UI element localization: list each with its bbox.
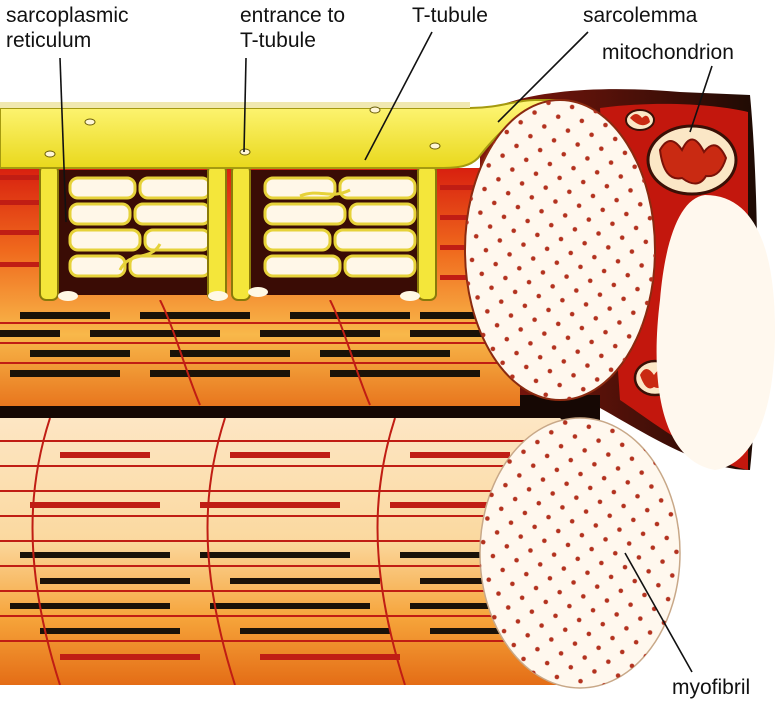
label-myofibril: myofibril [672, 676, 751, 699]
sarcolemma [0, 99, 561, 169]
lower-myofibril [0, 417, 681, 689]
leader-entrance-to-t-tubule [243, 57, 247, 153]
label-t-tubule: T-tubule [412, 4, 488, 27]
leader-sarcolemma [497, 31, 589, 123]
label-mitochondrion: mitochondrion [602, 41, 734, 64]
leader-sarcoplasmic-reticulum [59, 57, 67, 223]
leader-t-tubule [364, 31, 433, 161]
lower-bands [0, 418, 600, 685]
upper-bands [0, 300, 520, 406]
t-tubule [39, 164, 437, 301]
leader-mitochondrion [689, 65, 713, 133]
leader-myofibril [624, 552, 693, 673]
myofibril-far-right [655, 195, 775, 475]
upper-myofibril-face [464, 99, 656, 401]
label-entrance-to-t-tubule: entrance to T-tubule [240, 4, 346, 52]
label-sarcolemma: sarcolemma [583, 4, 698, 27]
label-sarcoplasmic-reticulum: sarcoplasmic reticulum [6, 4, 129, 52]
mitochondrion [625, 109, 738, 196]
leader-lines [59, 31, 713, 673]
sarcoplasmic-reticulum [55, 170, 425, 295]
